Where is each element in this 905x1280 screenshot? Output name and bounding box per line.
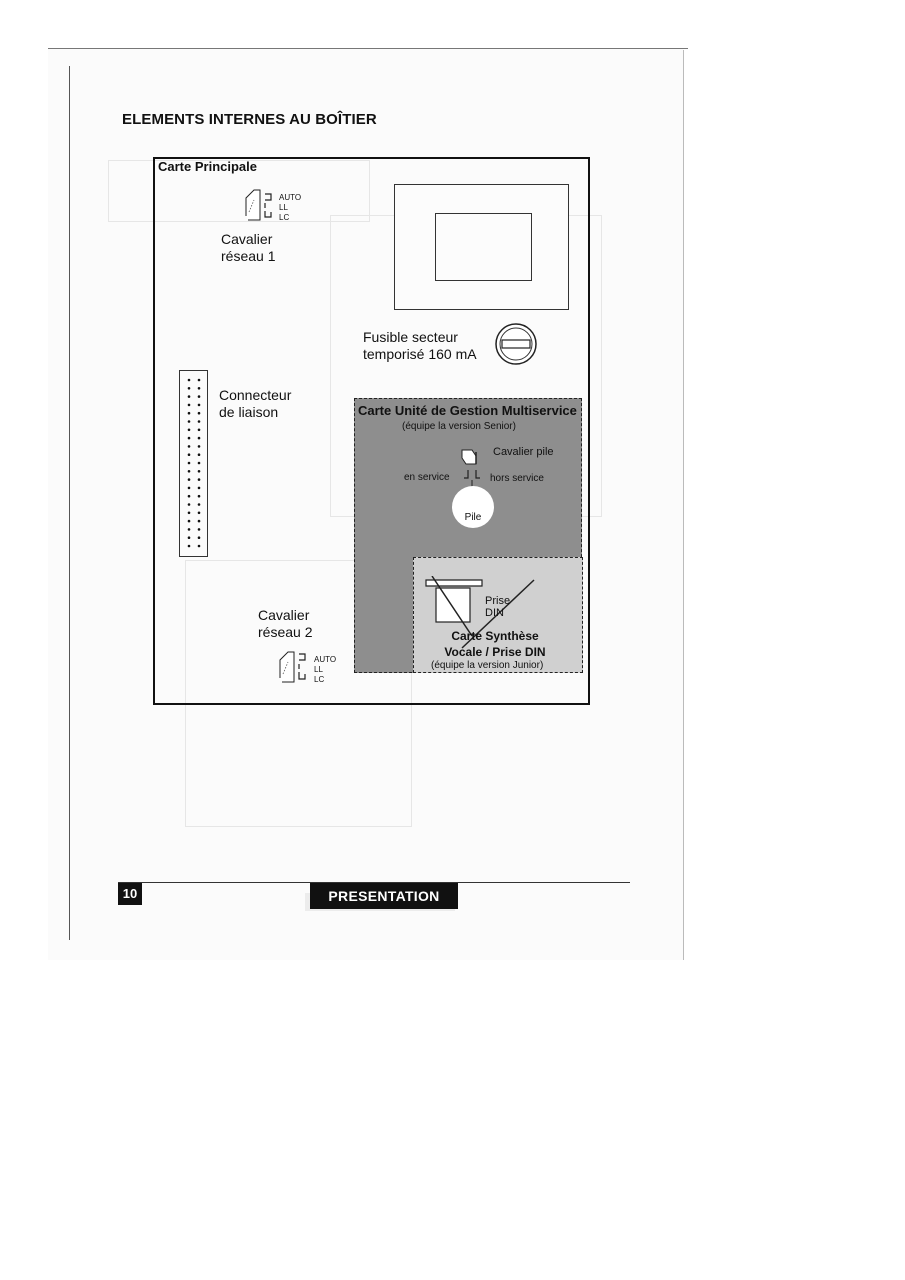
connector-pin — [197, 445, 201, 448]
connector-pin — [197, 494, 201, 498]
display-housing — [394, 184, 569, 310]
main-card-label: Carte Principale — [158, 159, 257, 174]
show-through-block — [108, 160, 370, 222]
connector-pin — [187, 436, 191, 440]
din-socket-label-line2: DIN — [485, 607, 504, 619]
connector-pin — [187, 503, 191, 506]
battery-icon — [452, 486, 494, 528]
connector-pin — [187, 486, 191, 490]
connector-pin — [197, 528, 201, 531]
jumper2-option-auto: AUTO — [314, 655, 337, 664]
voice-synthesis-subtitle: (équipe la version Junior) — [431, 660, 544, 671]
connector-pin — [197, 503, 201, 506]
footer-rule — [118, 882, 630, 883]
footer-section-title: PRESENTATION — [310, 883, 458, 909]
connector-pin — [187, 395, 191, 398]
connector-pin — [197, 511, 201, 515]
connector-pins — [187, 378, 201, 548]
connector-pin — [187, 428, 191, 432]
umgs-card-title: Carte Unité de Gestion Multiservice — [358, 403, 577, 418]
connector-pin — [187, 453, 191, 456]
connector-pin — [187, 378, 191, 382]
umgs-card-subtitle: (équipe la version Senior) — [402, 421, 516, 432]
connector-pin — [197, 486, 201, 490]
connector-label-line2: de liaison — [219, 404, 279, 420]
connector-pin — [187, 519, 191, 523]
connector-pin — [197, 428, 201, 432]
network-jumper-1-icon — [245, 189, 272, 221]
margin-rule — [69, 66, 70, 940]
display-window — [435, 213, 532, 281]
connector-pin — [187, 420, 191, 423]
jumper2-option-ll: LL — [314, 665, 323, 674]
connector-pin — [187, 528, 191, 531]
voice-synthesis-title-line2: Vocale / Prise DIN — [444, 645, 546, 659]
voice-synthesis-title-line1: Carte Synthèse — [451, 629, 539, 643]
connector-pin — [187, 544, 191, 548]
page-number: 10 — [118, 883, 142, 905]
connector-pin — [187, 387, 191, 390]
in-service-label: en service — [404, 472, 450, 483]
connector-pin — [187, 403, 191, 407]
connector-pin — [197, 519, 201, 523]
connector-pin — [197, 411, 201, 415]
connector-pin — [187, 511, 191, 515]
connector-pin — [197, 461, 201, 465]
connector-pin — [187, 478, 191, 481]
connector-pin — [187, 411, 191, 415]
connector-pin — [197, 478, 201, 481]
network-jumper-2-icon — [279, 651, 306, 683]
out-of-service-label: hors service — [490, 473, 544, 484]
connector-pin — [197, 536, 201, 539]
connector-pin — [197, 387, 201, 390]
jumper2-label-line1: Cavalier — [258, 607, 310, 623]
connector-pin — [197, 453, 201, 456]
jumper2-label-line2: réseau 2 — [258, 624, 313, 640]
din-socket-label-line1: Prise — [485, 595, 511, 607]
din-socket-icon — [425, 576, 535, 649]
jumper1-option-ll: LL — [279, 203, 288, 212]
jumper2-option-lc: LC — [314, 675, 325, 684]
main-card-frame — [153, 157, 590, 705]
jumper1-option-lc: LC — [279, 213, 290, 222]
battery-label: Pile — [464, 512, 482, 523]
fuse-label-line2: temporisé 160 mA — [363, 346, 477, 362]
connector-pin — [197, 436, 201, 440]
jumper1-option-auto: AUTO — [279, 193, 302, 202]
fuse-label-line1: Fusible secteur — [363, 329, 458, 345]
connector-pin — [197, 420, 201, 423]
connector-pin — [197, 378, 201, 382]
connector-pin — [187, 536, 191, 539]
connector-pin — [197, 470, 201, 473]
sheet-top-edge — [48, 48, 688, 49]
connector-pin — [197, 395, 201, 398]
voice-synthesis-title: Carte Synthèse Vocale / Prise DIN — [440, 628, 550, 660]
fuse-icon — [495, 323, 537, 365]
connector-pin — [187, 461, 191, 465]
jumper1-label-line2: réseau 1 — [221, 248, 276, 264]
jumper1-label-line1: Cavalier — [221, 231, 273, 247]
show-through-box — [185, 560, 412, 827]
connector-pin — [187, 470, 191, 473]
section-title: ELEMENTS INTERNES AU BOÎTIER — [122, 111, 377, 128]
battery-jumper-icon — [461, 449, 480, 490]
connector-pin — [187, 445, 191, 448]
connector-label-line1: Connecteur — [219, 387, 292, 403]
link-connector — [179, 370, 208, 557]
connector-pin — [197, 544, 201, 548]
connector-pin — [187, 494, 191, 498]
sheet-right-edge — [683, 50, 684, 960]
connector-pin — [197, 403, 201, 407]
battery-jumper-label: Cavalier pile — [493, 446, 554, 458]
